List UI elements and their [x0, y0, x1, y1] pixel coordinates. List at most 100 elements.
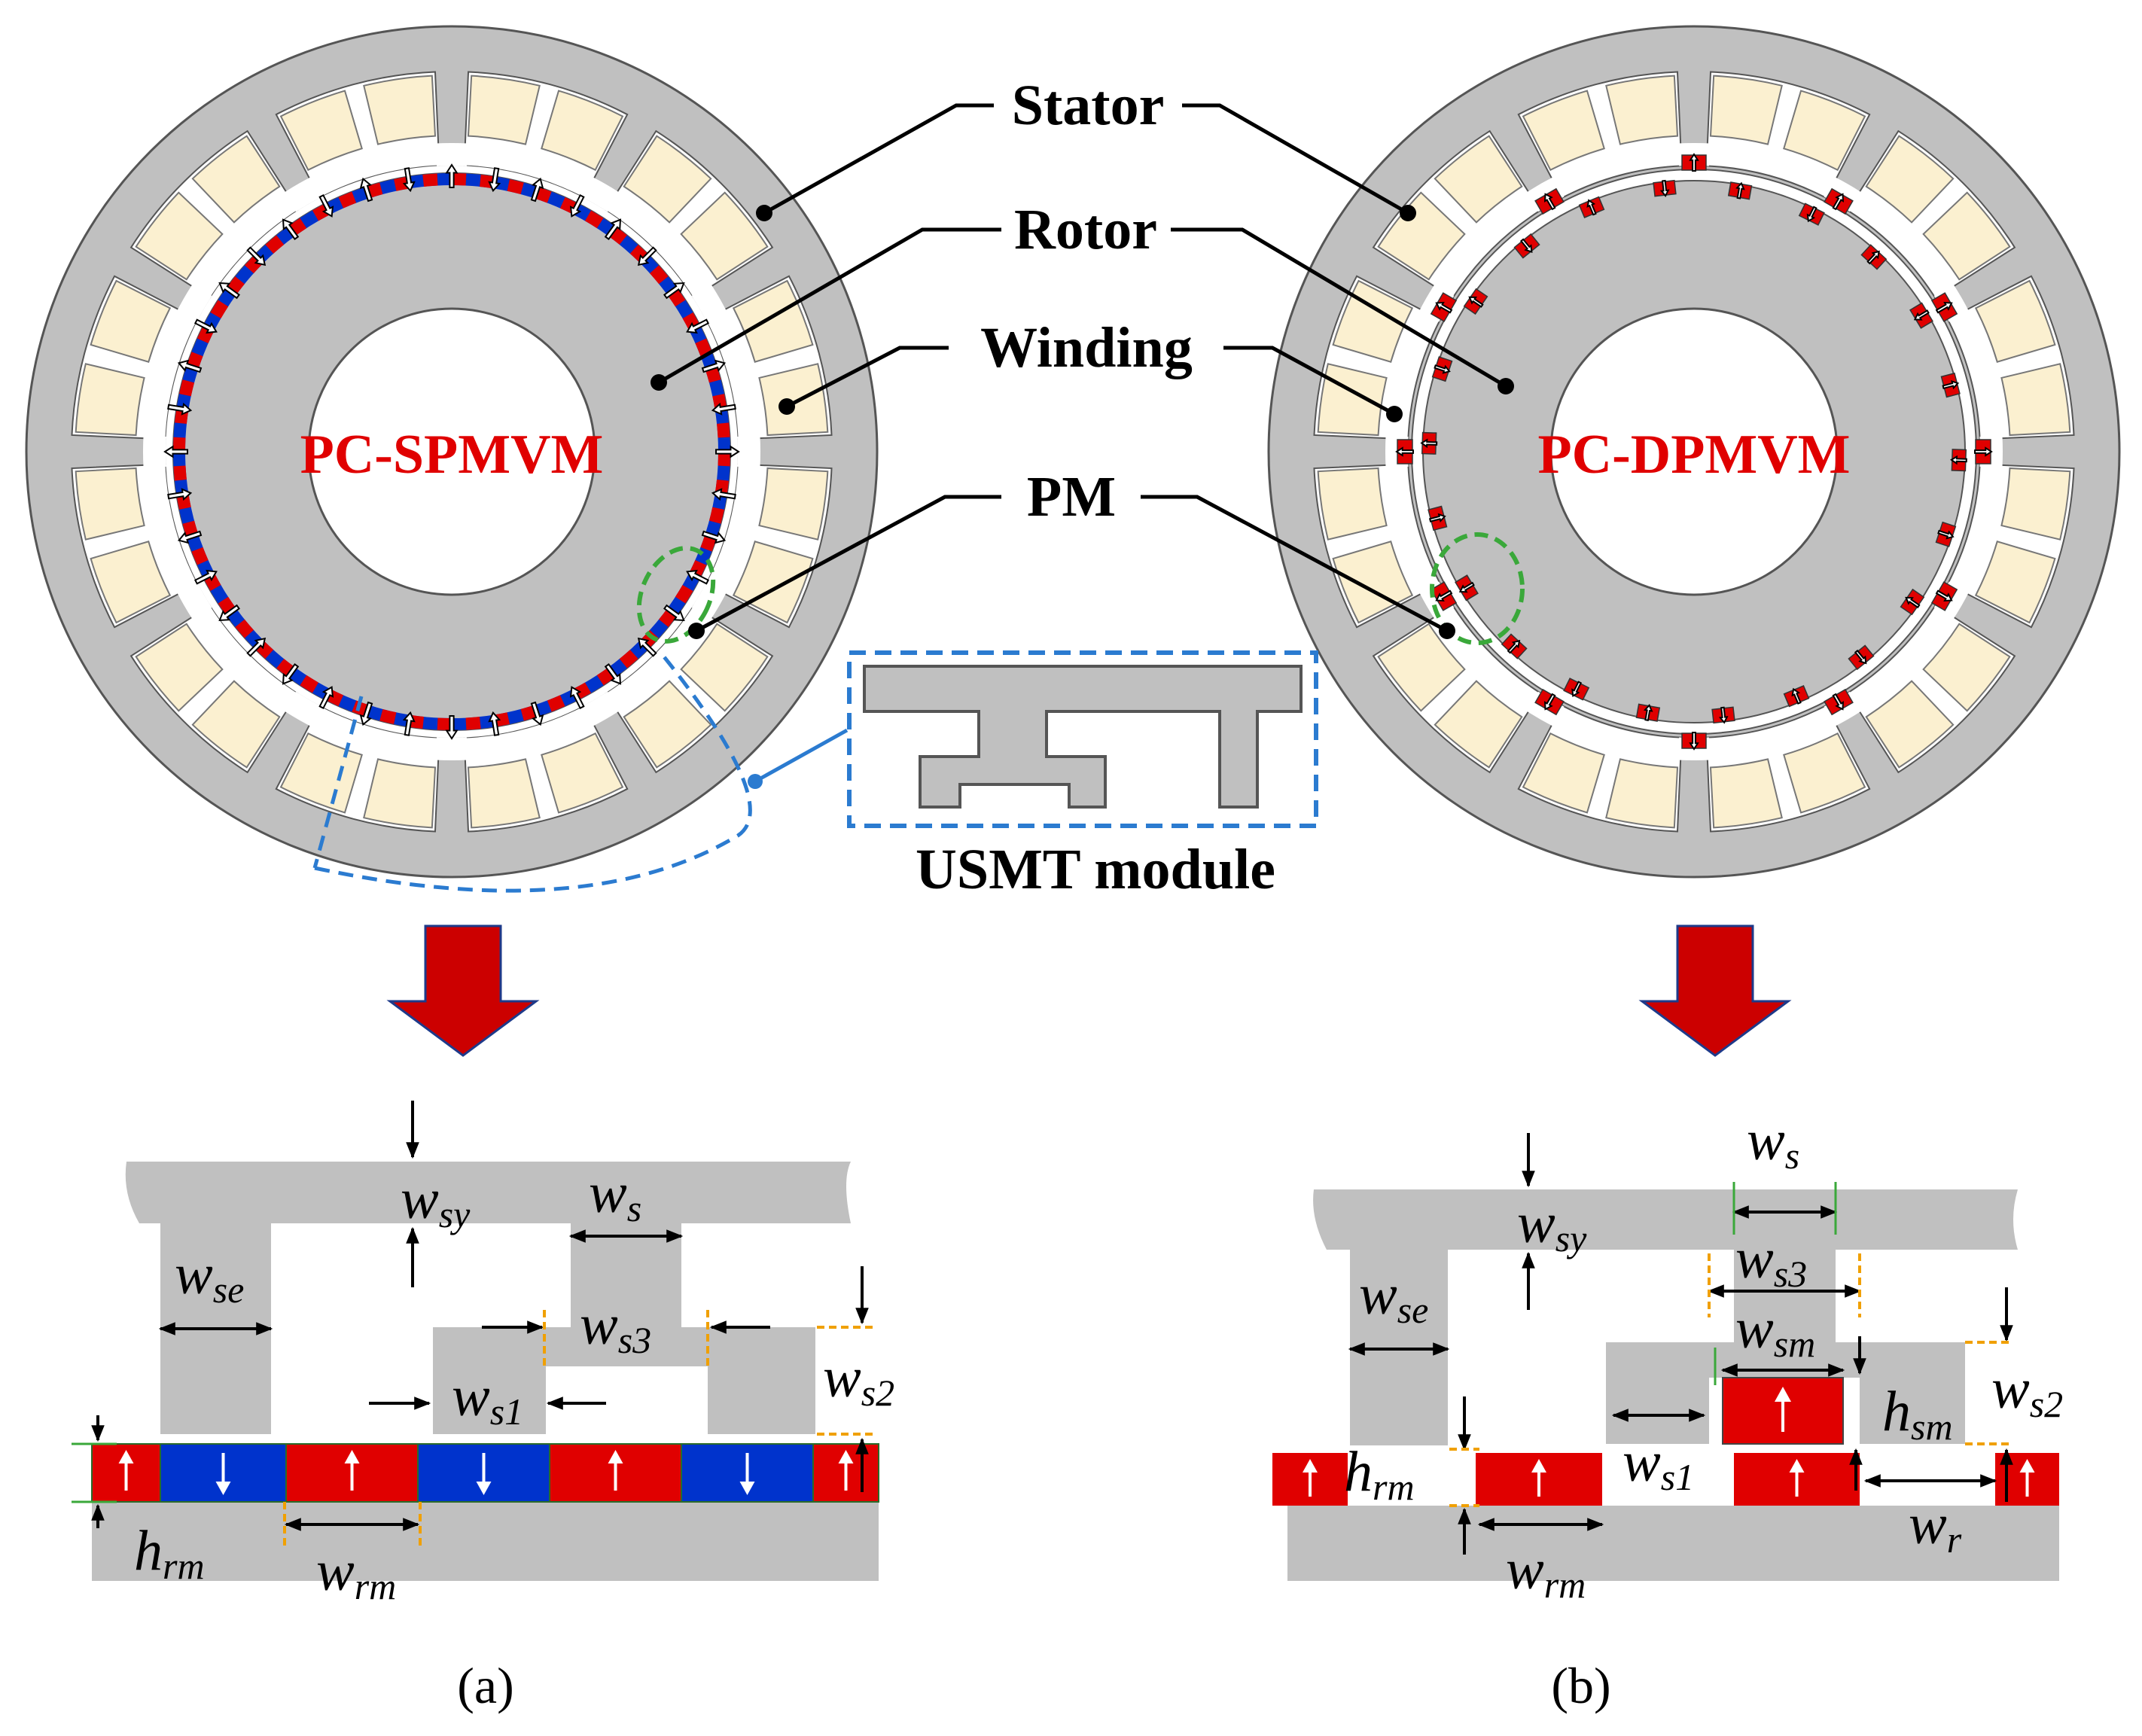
pm-magnetization-arrow: [282, 218, 300, 240]
label-usmt-module: USMT module: [916, 838, 1275, 901]
caption-a: (a): [457, 1657, 513, 1714]
magnet-arrow-head: [476, 1482, 492, 1495]
winding-coil: [467, 75, 541, 145]
pm-magnetization-arrow: [445, 163, 459, 188]
dim-hsm-b: hsm: [1882, 1380, 1953, 1448]
pm-magnetization-arrow: [1543, 693, 1556, 711]
pm-magnetization-arrow: [711, 488, 736, 501]
magnet-arrow-head: [608, 1450, 623, 1463]
magnet-arrow-head: [215, 1482, 231, 1495]
magnet-arrow-head: [739, 1482, 755, 1495]
pm-magnetization-arrow: [1935, 589, 1953, 602]
tooth-notch: [581, 691, 620, 727]
pm-magnetization-arrow: [1832, 693, 1845, 711]
pm-magnetization-arrow: [1435, 589, 1453, 602]
pm-magnetization-arrow: [177, 359, 203, 373]
tooth-notch: [176, 581, 212, 620]
pm-segment: [507, 179, 524, 195]
machine-name-a: PC-SPMVM: [300, 424, 604, 486]
label-pm: PM: [1027, 465, 1116, 528]
pm-segment: [379, 708, 397, 724]
highlight-ellipse-b: [1430, 532, 1525, 645]
pm-magnetization-arrow: [604, 663, 622, 685]
winding-coil: [623, 680, 712, 769]
pm-magnetization-arrow: [488, 711, 501, 736]
tooth-notch: [176, 283, 212, 322]
detail-b: [1272, 1133, 2059, 1581]
pm-magnetization-arrow: [1935, 301, 1953, 314]
winding-coil: [623, 135, 712, 224]
winding-coil: [680, 191, 769, 281]
dimension-labels-b: ws wsy wse ws3 wsm hsm ws2 hrm ws1 wrm w…: [1344, 1109, 2063, 1606]
guide-ticks-b: [1449, 1253, 2010, 1507]
pm-magnetization-arrow: [1519, 238, 1533, 253]
winding-coil: [1922, 623, 2011, 712]
pm-magnetization-arrow: [1659, 179, 1670, 197]
pm-segment: [547, 695, 565, 712]
shaft-hole-a: [307, 307, 596, 596]
pm-magnetization-arrow: [1905, 596, 1921, 609]
pm-magnetization-arrow: [1949, 455, 1967, 465]
pc-dpmvm-machine: PC-DPMVM: [1267, 25, 2121, 879]
pm-magnetization-arrow: [637, 246, 657, 266]
rotor-magnets-b: [1272, 1387, 2059, 1506]
winding-coil: [1783, 732, 1866, 814]
leader-dots: [651, 205, 1514, 639]
pm-magnetization-arrow: [1974, 446, 1993, 457]
dim-hrm-b: hrm: [1344, 1440, 1415, 1508]
pm-magnetization-arrow: [218, 604, 240, 622]
pm-magnetization-arrow: [1689, 153, 1699, 172]
pm-magnetization-arrow: [1586, 199, 1597, 216]
pm-magnetization-arrow: [1854, 649, 1867, 665]
tooth-notch: [737, 435, 760, 468]
magnet-arrow-head: [1531, 1459, 1546, 1473]
highlight-ellipse-a: [636, 546, 716, 644]
rotor-core-b: [1287, 1506, 2059, 1581]
pm-magnetization-arrow: [701, 359, 727, 373]
dim-wsy-b: wsy: [1517, 1192, 1587, 1259]
guide-ticks-a: [283, 1310, 873, 1547]
pm-magnetization-arrow: [1395, 446, 1414, 457]
dim-wr-b: wr: [1909, 1493, 1962, 1561]
pm-magnetization-arrow: [663, 604, 685, 622]
pm-magnetization-arrow: [445, 715, 459, 740]
winding-coil: [191, 680, 281, 769]
pm-magnetization-arrow: [193, 569, 218, 585]
stator-slots-a: [71, 71, 833, 833]
label-stator: Stator: [1012, 74, 1165, 137]
magnet-arrow-head: [838, 1450, 854, 1463]
pm-segment: [465, 717, 481, 730]
pm-magnetization-arrow: [1806, 206, 1818, 223]
magnet-arrow-head: [2019, 1459, 2035, 1473]
pm-magnetization-arrow: [637, 637, 657, 657]
guide-ticks-green-b: [1714, 1182, 1837, 1385]
pm-segment: [585, 210, 604, 229]
pm-segment: [179, 379, 195, 397]
pm-magnetization-arrow: [715, 445, 740, 458]
pm-magnetization-arrow: [163, 445, 188, 458]
pm-magnetization-arrow: [569, 193, 585, 218]
tooth-notch: [143, 435, 166, 468]
dim-ws1-a: ws1: [452, 1365, 523, 1433]
winding-coil: [467, 758, 541, 829]
tooth-notch: [435, 143, 468, 166]
winding-coil: [1434, 680, 1523, 769]
pm-magnetization-arrow: [1468, 296, 1484, 308]
winding-coil: [1974, 279, 2056, 363]
winding-coil: [2000, 363, 2071, 437]
winding-coil: [279, 732, 363, 814]
dimension-arrows-b: [1348, 1133, 2013, 1555]
winding-coil: [1865, 680, 1955, 769]
pm-magnetization-arrow: [402, 711, 416, 736]
winding-coil: [1783, 90, 1866, 172]
pm-magnetization-arrow: [318, 686, 334, 710]
stator-split-teeth-a: [433, 1327, 815, 1434]
winding-coil: [1332, 279, 1414, 363]
pm-magnetization-arrow: [1543, 193, 1556, 211]
winding-coil: [90, 541, 172, 624]
pm-segment: [173, 465, 187, 481]
pm-segment: [265, 235, 285, 254]
dim-wrm-a: wrm: [316, 1540, 396, 1607]
dim-ws-a: ws: [589, 1162, 641, 1229]
pm-magnetization-arrow: [1942, 379, 1960, 390]
